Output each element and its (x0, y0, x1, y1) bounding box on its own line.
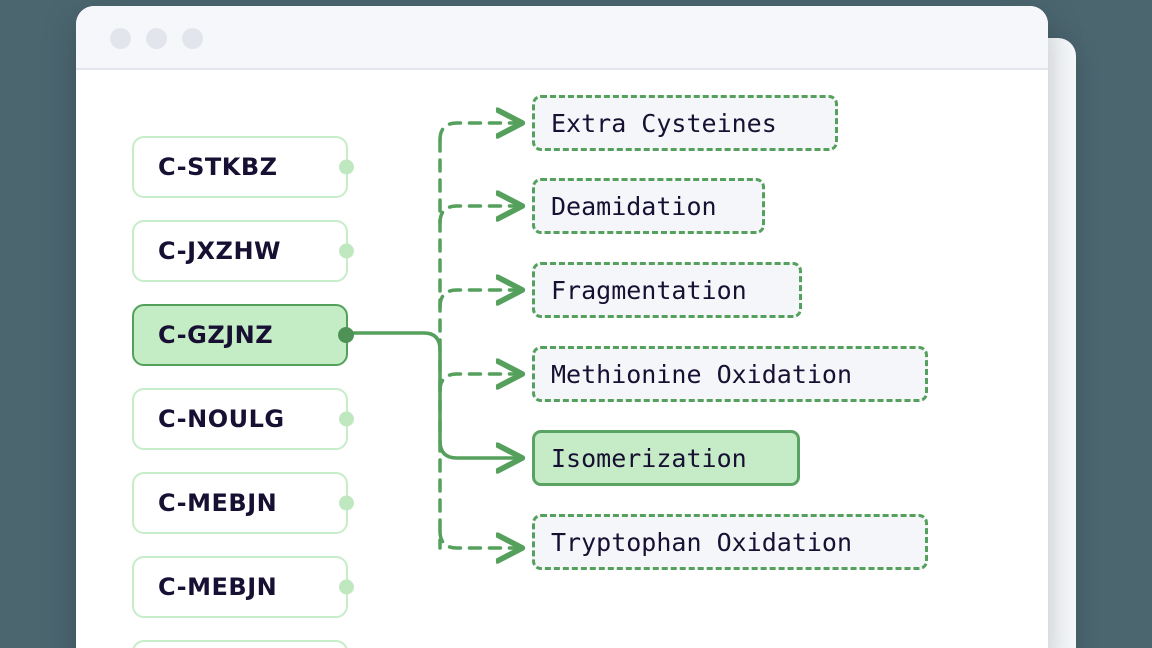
node-label: C-JXZHW (158, 237, 282, 265)
sidebar-item-node-6[interactable]: C-MEBJN (132, 556, 354, 618)
traffic-light-group (110, 28, 203, 49)
app-window: C-STKBZ C-JXZHW C-GZJNZ C-NOULG C-MEBJN (76, 6, 1048, 648)
node-label: C-NOULG (158, 405, 285, 433)
attribute-label: Extra Cysteines (551, 108, 777, 138)
sidebar-item-node-2[interactable]: C-JXZHW (132, 220, 354, 282)
window-titlebar (76, 6, 1048, 70)
node-port-dot-icon (339, 411, 354, 427)
node-label: C-MEBJN (158, 573, 278, 601)
attribute-label: Isomerization (551, 443, 747, 473)
node-label: C-GZJNZ (158, 321, 274, 349)
attribute-label: Methionine Oxidation (551, 359, 853, 389)
attribute-box-isomerization-active[interactable]: Isomerization (532, 430, 800, 486)
attribute-label: Deamidation (551, 191, 717, 221)
graph-canvas: C-STKBZ C-JXZHW C-GZJNZ C-NOULG C-MEBJN (76, 70, 1048, 648)
node-port-dot-icon (339, 159, 354, 175)
minimize-dot-icon[interactable] (146, 28, 167, 49)
sidebar-item-node-4[interactable]: C-NOULG (132, 388, 354, 450)
close-dot-icon[interactable] (110, 28, 131, 49)
sidebar-item-node-3-selected[interactable]: C-GZJNZ (132, 304, 354, 366)
node-label: C-STKBZ (158, 153, 278, 181)
sidebar-item-node-7-partial[interactable] (132, 640, 348, 648)
attribute-label: Tryptophan Oxidation (551, 527, 853, 557)
attribute-box-fragmentation[interactable]: Fragmentation (532, 262, 802, 318)
node-port-dot-icon (338, 327, 354, 343)
node-label: C-MEBJN (158, 489, 278, 517)
maximize-dot-icon[interactable] (182, 28, 203, 49)
node-port-dot-icon (339, 495, 354, 511)
attribute-box-deamidation[interactable]: Deamidation (532, 178, 765, 234)
sidebar-item-node-5[interactable]: C-MEBJN (132, 472, 354, 534)
attribute-box-methionine-oxidation[interactable]: Methionine Oxidation (532, 346, 928, 402)
attribute-box-tryptophan-oxidation[interactable]: Tryptophan Oxidation (532, 514, 928, 570)
node-port-dot-icon (339, 579, 354, 595)
node-port-dot-icon (339, 243, 354, 259)
attribute-box-extra-cysteines[interactable]: Extra Cysteines (532, 95, 838, 151)
sidebar-item-node-1[interactable]: C-STKBZ (132, 136, 354, 198)
attribute-label: Fragmentation (551, 275, 747, 305)
